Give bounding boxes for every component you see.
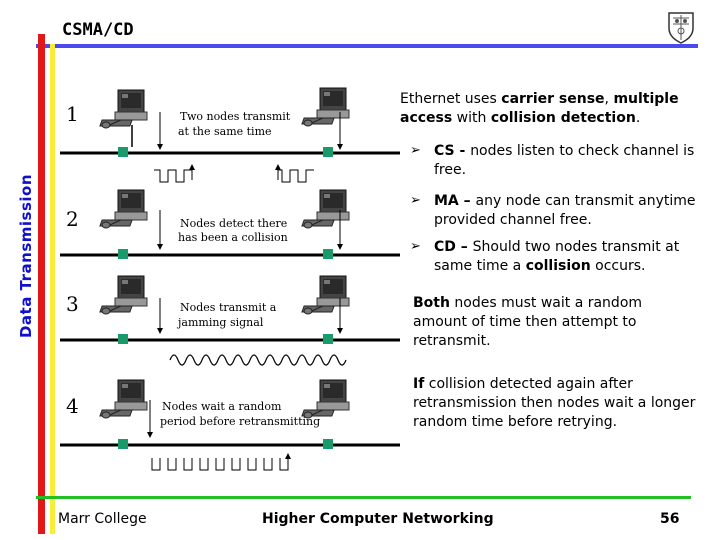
step-caption: Nodes detect there bbox=[180, 217, 287, 230]
bottom-rule bbox=[36, 496, 691, 499]
step-number: 1 bbox=[66, 102, 79, 126]
step-2: 2 Nodes detect there has been a collisio… bbox=[60, 189, 400, 259]
step-number: 2 bbox=[66, 207, 79, 231]
step-number: 3 bbox=[66, 292, 79, 316]
footer-course: Higher Computer Networking bbox=[262, 511, 494, 527]
side-label: Data Transmission bbox=[17, 173, 35, 339]
red-side-bar bbox=[38, 34, 45, 534]
bullet-ma: ➢ MA – any node can transmit anytime pro… bbox=[410, 193, 696, 228]
arrow-bullet-icon: ➢ bbox=[410, 143, 421, 158]
school-crest-icon bbox=[668, 12, 694, 44]
csma-cd-diagram: 1 Two nodes transmit at the same time 2 … bbox=[60, 87, 400, 471]
slide-title: CSMA/CD bbox=[62, 20, 134, 40]
para-both: Both nodes must wait a random amount of … bbox=[413, 295, 643, 349]
step-caption: Two nodes transmit bbox=[180, 110, 291, 123]
arrow-bullet-icon: ➢ bbox=[410, 239, 421, 254]
page-number: 56 bbox=[660, 511, 680, 527]
yellow-side-bar bbox=[50, 44, 55, 534]
step-caption: Nodes wait a random bbox=[162, 400, 282, 413]
step-3: 3 Nodes transmit a jamming signal bbox=[60, 275, 400, 366]
step-caption: period before retransmitting bbox=[160, 415, 320, 428]
step-caption: jamming signal bbox=[176, 316, 264, 329]
para-if: If collision detected again after retran… bbox=[413, 376, 696, 430]
step-caption: at the same time bbox=[178, 125, 272, 138]
step-number: 4 bbox=[66, 394, 79, 418]
arrow-bullet-icon: ➢ bbox=[410, 193, 421, 208]
intro-text: Ethernet uses carrier sense, multiple ac… bbox=[400, 91, 679, 126]
bullet-cd: ➢ CD – Should two nodes transmit at same… bbox=[410, 239, 680, 274]
step-1: 1 Two nodes transmit at the same time bbox=[60, 87, 400, 183]
step-caption: has been a collision bbox=[178, 231, 288, 244]
bullet-cs: ➢ CS - nodes listen to check channel is … bbox=[410, 143, 695, 178]
top-rule bbox=[36, 44, 698, 48]
step-caption: Nodes transmit a bbox=[180, 301, 277, 314]
step-4: 4 Nodes wait a random period before retr… bbox=[60, 379, 400, 471]
footer-school: Marr College bbox=[58, 511, 147, 527]
